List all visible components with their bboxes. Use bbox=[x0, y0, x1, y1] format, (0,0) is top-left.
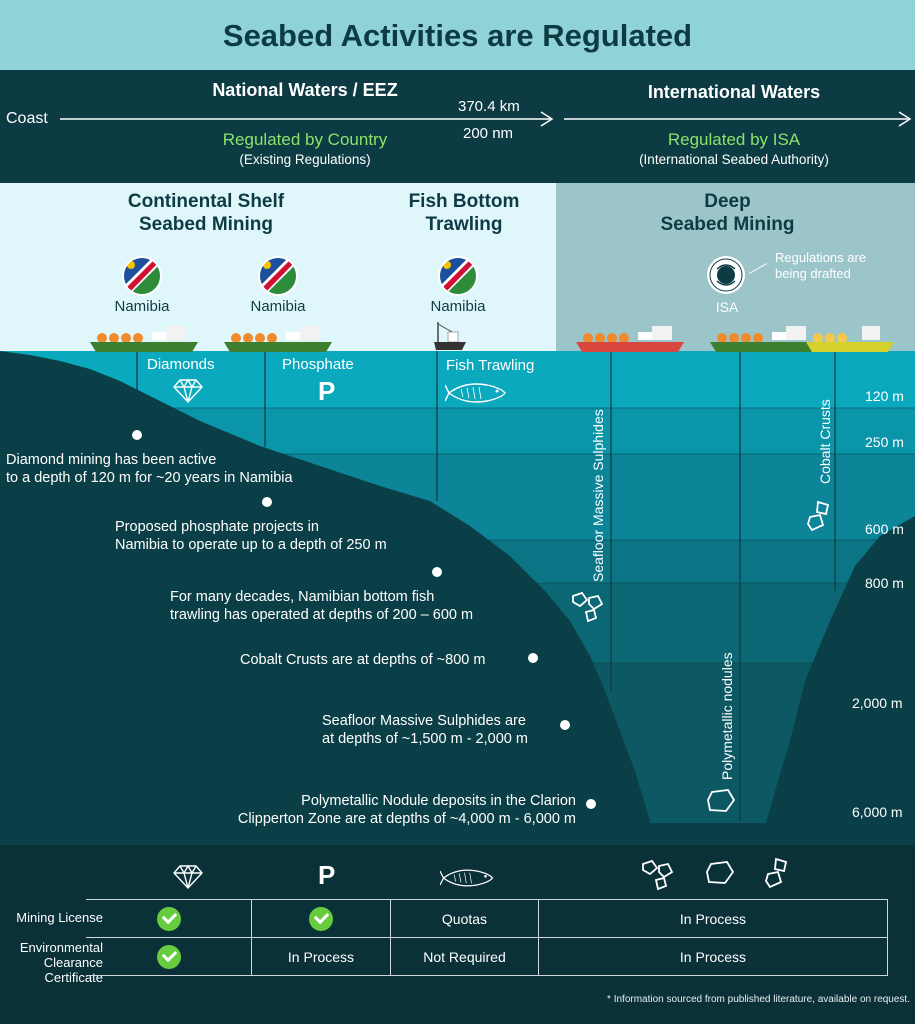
row-label-mining-license: Mining License bbox=[16, 910, 103, 925]
international-waters-title: International Waters bbox=[647, 82, 821, 102]
distance-nm: 200 nm bbox=[463, 125, 514, 142]
check-icon bbox=[309, 906, 333, 931]
note-nodules: Polymetallic Nodule deposits in the Clar… bbox=[237, 793, 576, 827]
polymetallic-nodule-icon bbox=[706, 861, 735, 884]
table-cell bbox=[86, 899, 252, 938]
table-cell: In Process bbox=[538, 937, 888, 976]
table-row: In Process Not Required In Process bbox=[86, 937, 888, 976]
table-row: Quotas In Process bbox=[86, 899, 888, 938]
footnote: * Information sourced from published lit… bbox=[607, 994, 910, 1005]
cobalt-crusts-icon bbox=[765, 857, 788, 889]
isa-label: ISA bbox=[715, 299, 739, 315]
depth-label: 6,000 m bbox=[852, 804, 903, 820]
sulphides-icon bbox=[572, 591, 604, 623]
note-markers bbox=[132, 430, 596, 809]
regulation-table: Quotas In Process In Process Not Require… bbox=[86, 899, 888, 976]
country-label: Namibia bbox=[114, 298, 170, 315]
mining-ship-icon bbox=[710, 326, 818, 352]
phosphate-symbol: P bbox=[318, 376, 336, 406]
mining-ship-icon bbox=[224, 326, 332, 352]
page-title: Seabed Activities are Regulated bbox=[222, 18, 693, 53]
table-cell bbox=[251, 899, 391, 938]
table-cell: Quotas bbox=[390, 899, 539, 938]
continental-shelf-title: Continental Shelf Seabed Mining bbox=[127, 191, 285, 235]
deep-seabed-title: Deep Seabed Mining bbox=[660, 191, 795, 235]
diamond-icon bbox=[173, 378, 203, 404]
ocean-cross-section bbox=[0, 351, 915, 845]
depth-label: 800 m bbox=[865, 575, 904, 591]
namibia-flag-icon bbox=[258, 256, 298, 296]
note-sulphides: Seafloor Massive Sulphides are at depths… bbox=[322, 713, 528, 747]
depth-label: 600 m bbox=[865, 521, 904, 537]
depth-label: 2,000 m bbox=[852, 695, 903, 711]
title-bar bbox=[0, 0, 915, 70]
fish-trawling-title: Fish Bottom Trawling bbox=[408, 191, 520, 235]
isa-seal-icon bbox=[707, 256, 745, 294]
diamond-icon bbox=[173, 864, 203, 890]
note-trawling: For many decades, Namibian bottom fish t… bbox=[170, 589, 474, 623]
namibia-flag-icon bbox=[122, 256, 162, 296]
note-diamond: Diamond mining has been active to a dept… bbox=[6, 452, 293, 486]
coast-label: Coast bbox=[6, 110, 48, 127]
diamonds-label: Diamonds bbox=[147, 356, 215, 373]
table-cell: In Process bbox=[251, 937, 391, 976]
country-label: Namibia bbox=[430, 298, 486, 315]
header-band bbox=[0, 70, 915, 183]
check-icon bbox=[156, 944, 181, 969]
namibia-flag-icon bbox=[438, 256, 478, 296]
note-phosphate: Proposed phosphate projects in Namibia t… bbox=[115, 519, 387, 553]
distance-arrows bbox=[60, 111, 912, 127]
cobalt-crusts-icon bbox=[807, 500, 830, 532]
national-regulated-sub: (Existing Regulations) bbox=[239, 152, 371, 167]
depth-label: 120 m bbox=[865, 388, 904, 404]
phosphate-symbol: P bbox=[318, 860, 336, 890]
trawler-ship-icon bbox=[434, 322, 466, 350]
national-waters-title: National Waters / EEZ bbox=[212, 80, 398, 100]
country-label: Namibia bbox=[250, 298, 306, 315]
cobalt-crusts-label: Cobalt Crusts bbox=[817, 399, 833, 484]
national-regulated: Regulated by Country bbox=[222, 130, 388, 149]
phosphate-label: Phosphate bbox=[282, 356, 354, 373]
check-icon bbox=[156, 906, 181, 931]
note-cobalt: Cobalt Crusts are at depths of ~800 m bbox=[240, 652, 486, 668]
mining-ship-icon bbox=[576, 326, 684, 352]
polymetallic-nodules-label: Polymetallic nodules bbox=[719, 652, 735, 780]
distance-km: 370.4 km bbox=[458, 98, 520, 115]
fish-icon bbox=[440, 869, 494, 887]
mining-ship-icon bbox=[90, 326, 198, 352]
depth-label: 250 m bbox=[865, 434, 904, 450]
isa-note: Regulations are being drafted bbox=[775, 250, 867, 281]
fish-trawling-label: Fish Trawling bbox=[446, 357, 535, 374]
table-cell: In Process bbox=[538, 899, 888, 938]
polymetallic-nodule-icon bbox=[707, 789, 736, 812]
fish-icon bbox=[445, 383, 506, 403]
international-regulated: Regulated by ISA bbox=[667, 130, 801, 149]
international-regulated-sub: (International Seabed Authority) bbox=[639, 152, 829, 167]
table-cell bbox=[86, 937, 252, 976]
mining-ship-icon bbox=[806, 326, 894, 352]
table-cell: Not Required bbox=[390, 937, 539, 976]
sulphides-icon bbox=[642, 859, 674, 891]
